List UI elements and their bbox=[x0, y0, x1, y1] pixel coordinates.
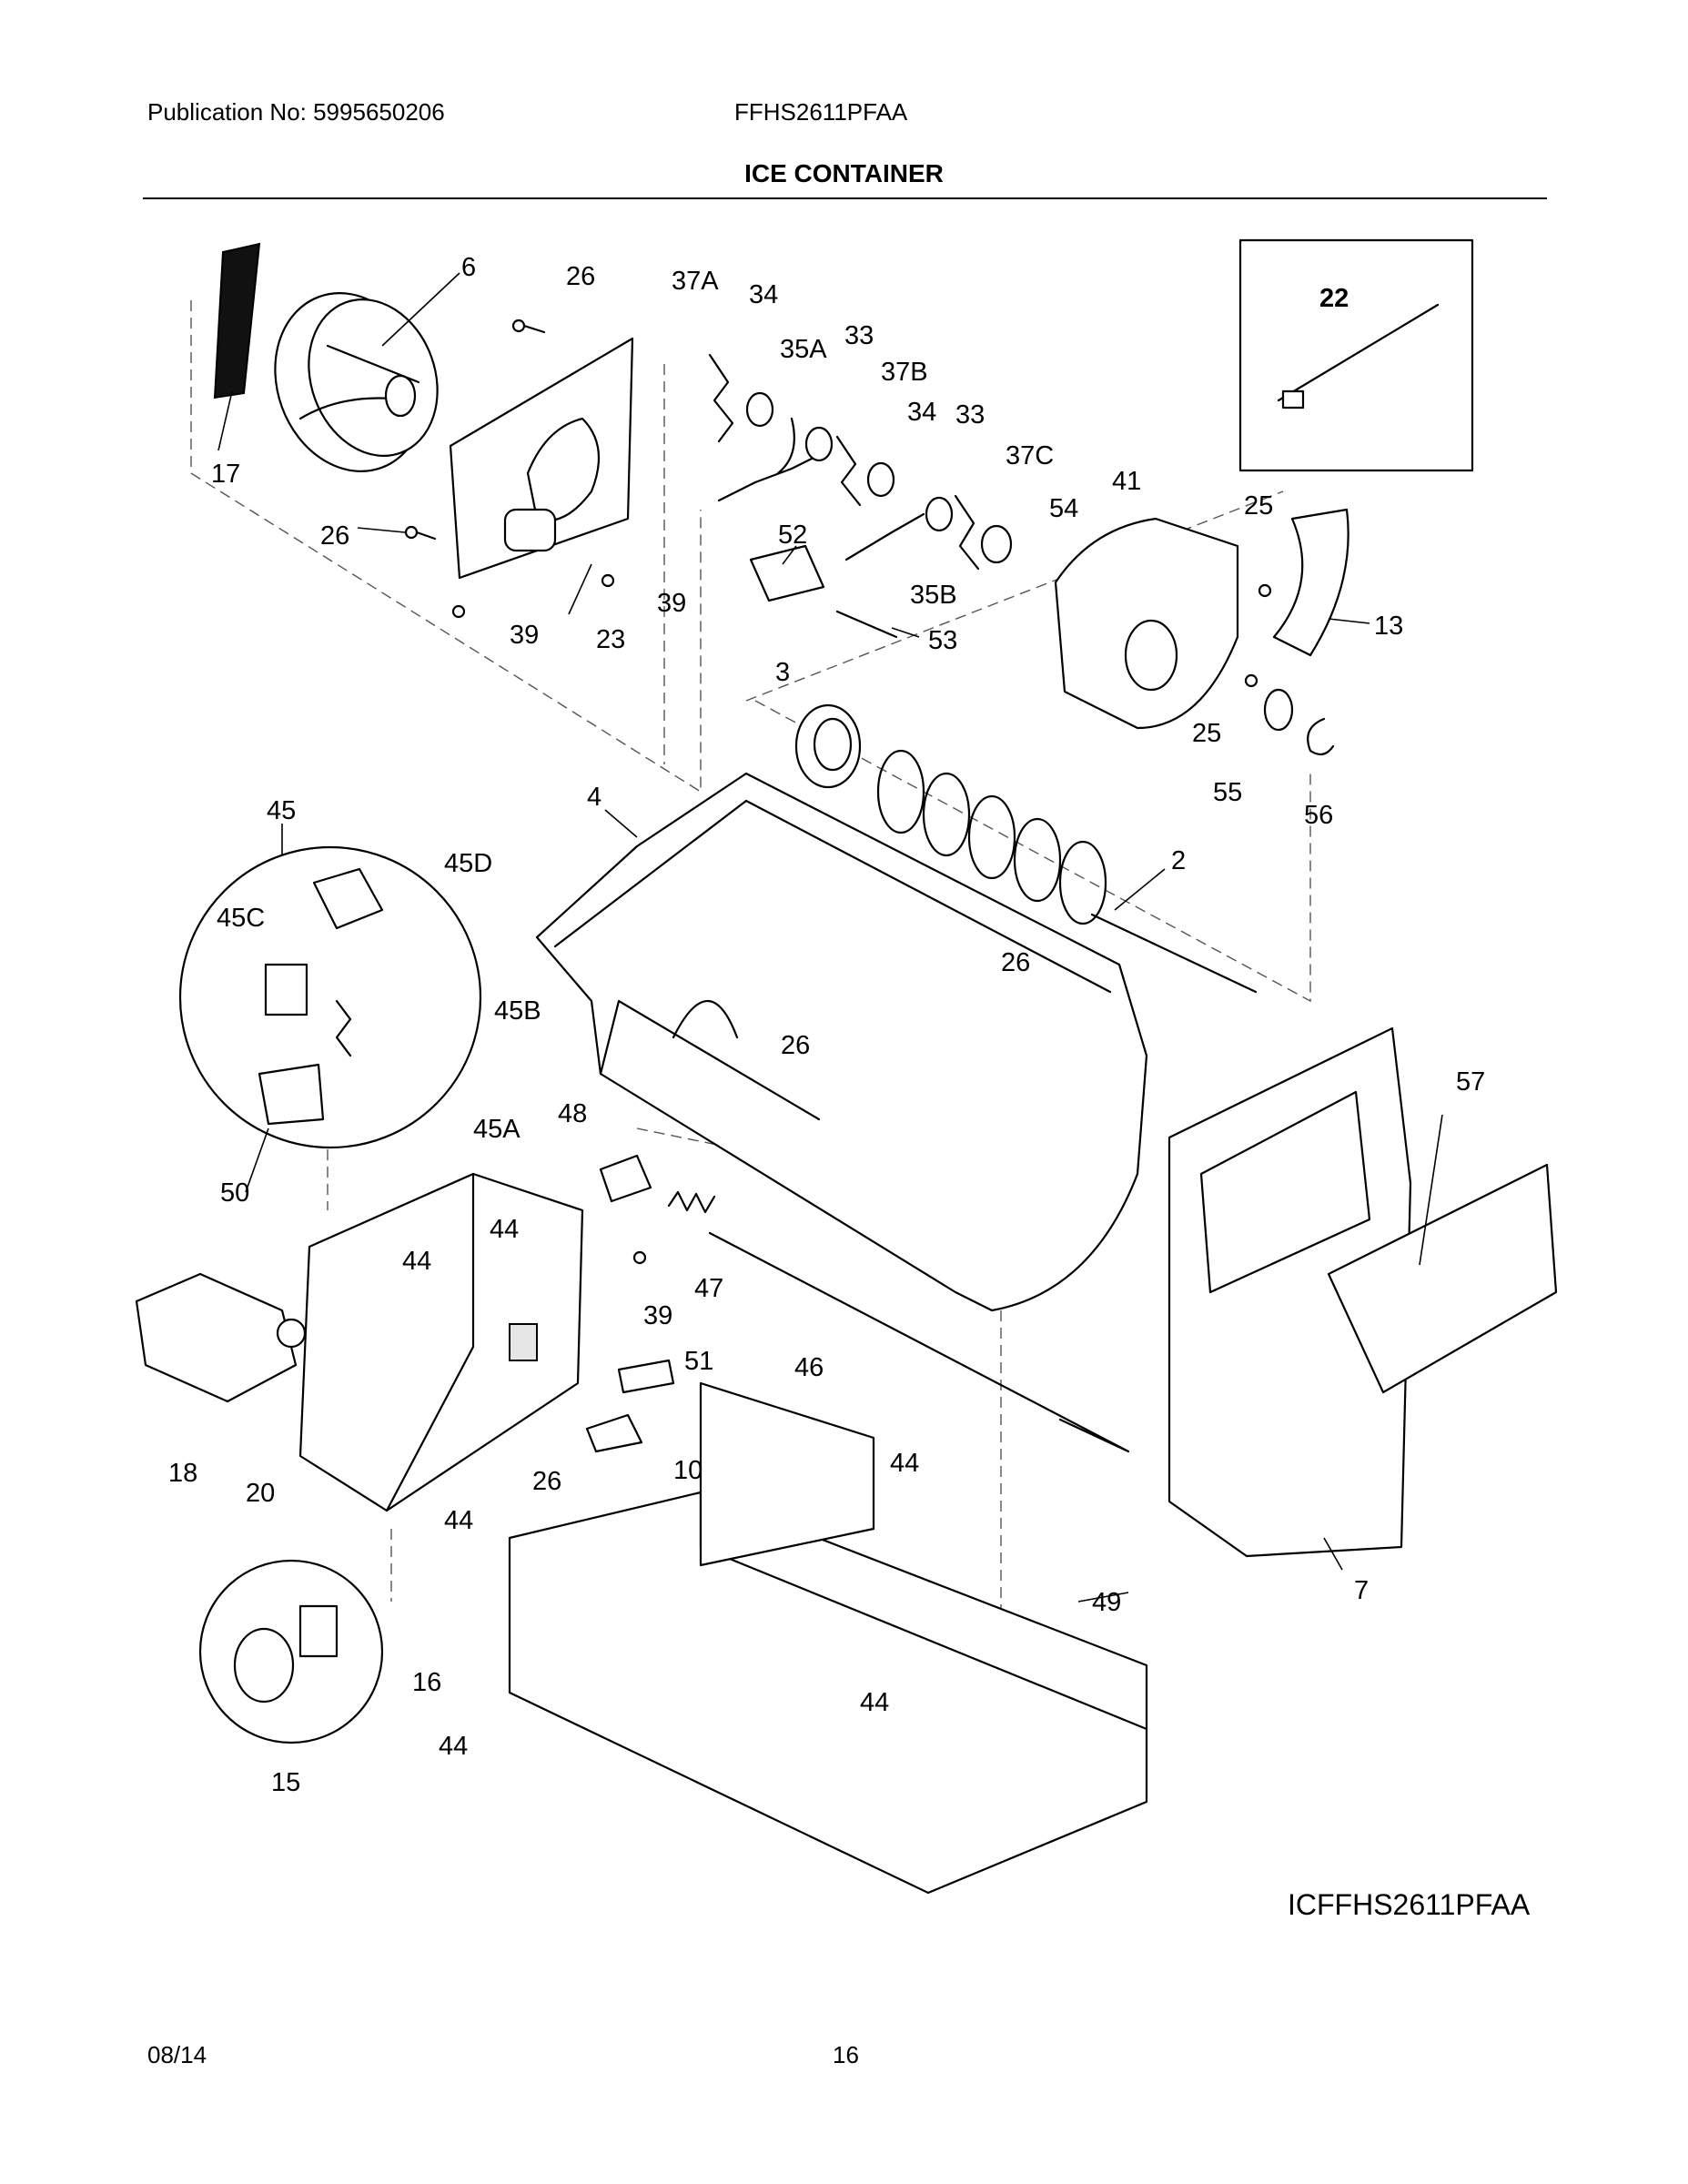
part-label: 20 bbox=[246, 1479, 275, 1508]
screw-icon bbox=[1258, 583, 1272, 598]
part-label: 52 bbox=[778, 521, 807, 550]
part-3-bearing bbox=[794, 703, 862, 789]
inset-45 bbox=[178, 845, 482, 1149]
part-label: 37C bbox=[1006, 441, 1054, 470]
part-label: 39 bbox=[510, 621, 539, 650]
part-label: 55 bbox=[1213, 778, 1242, 807]
part-label: 45D bbox=[444, 849, 492, 878]
part-49-tray bbox=[508, 1381, 1148, 1895]
part-label: 45B bbox=[494, 996, 541, 1026]
part-label: 26 bbox=[532, 1467, 561, 1496]
part-label: 6 bbox=[461, 253, 476, 282]
footer-date: 08/14 bbox=[147, 2041, 207, 2068]
part-label: 26 bbox=[320, 521, 349, 551]
part-label: 26 bbox=[1001, 948, 1030, 977]
part-label: 48 bbox=[558, 1099, 587, 1128]
part-label: 53 bbox=[928, 626, 957, 655]
part-label: 25 bbox=[1244, 491, 1273, 521]
part-41-housing bbox=[1054, 517, 1239, 730]
part-label: 34 bbox=[749, 280, 778, 309]
part-label: 34 bbox=[907, 398, 936, 427]
part-label: 15 bbox=[271, 1768, 300, 1797]
part-label: 57 bbox=[1456, 1067, 1485, 1097]
part-23-plate bbox=[449, 337, 634, 580]
part-label: 39 bbox=[643, 1301, 672, 1330]
part-57-flap bbox=[1327, 1163, 1558, 1394]
part-label: 37B bbox=[881, 358, 928, 387]
part-20-box bbox=[298, 1172, 584, 1512]
part-label: 23 bbox=[596, 625, 625, 654]
screw-icon bbox=[601, 573, 615, 588]
part-label: 45 bbox=[267, 796, 296, 825]
part-6-drum bbox=[274, 292, 439, 472]
part-label: 45C bbox=[217, 904, 265, 933]
part-label: 39 bbox=[657, 589, 686, 618]
part-label: 44 bbox=[444, 1506, 473, 1535]
part-13-cover bbox=[1272, 508, 1349, 657]
part-2-auger bbox=[876, 749, 1258, 994]
part-label: 51 bbox=[684, 1347, 713, 1376]
leader-lines bbox=[217, 272, 1443, 1603]
part-label: 44 bbox=[890, 1449, 919, 1478]
part-label: 3 bbox=[775, 658, 790, 687]
header-divider bbox=[143, 197, 1547, 199]
part-label: 26 bbox=[781, 1031, 810, 1060]
part-label: 25 bbox=[1192, 719, 1221, 748]
screw-icon bbox=[511, 318, 546, 334]
part-label: 54 bbox=[1049, 494, 1078, 523]
linkage-parts bbox=[708, 353, 1013, 639]
part-label: 17 bbox=[211, 460, 240, 489]
part-label: 37A bbox=[672, 267, 719, 296]
part-label: 10 bbox=[673, 1456, 702, 1485]
footer-page-number: 16 bbox=[833, 2041, 859, 2068]
diagram-code: ICFFHS2611PFAA bbox=[1288, 1888, 1531, 1921]
part-label: 46 bbox=[794, 1353, 824, 1382]
screw-icon bbox=[632, 1250, 647, 1265]
part-4-bucket bbox=[535, 772, 1148, 1312]
publication-number: Publication No: 5995650206 bbox=[147, 98, 445, 126]
part-label: 16 bbox=[412, 1668, 441, 1697]
part-label: 4 bbox=[587, 783, 601, 812]
part-label: 18 bbox=[168, 1459, 197, 1488]
part-48-bracket bbox=[599, 1154, 716, 1214]
part-17-strip bbox=[213, 242, 261, 399]
part-labels: 6 26 37A 34 35A 33 37B 34 33 37C 41 54 2… bbox=[168, 253, 1485, 1797]
inset-lamp bbox=[198, 1559, 384, 1744]
part-label: 7 bbox=[1354, 1576, 1369, 1605]
part-label: 44 bbox=[860, 1688, 889, 1717]
screw-icon bbox=[451, 604, 466, 619]
part-label: 56 bbox=[1304, 801, 1333, 830]
part-label: 13 bbox=[1374, 612, 1403, 641]
part-label: 44 bbox=[439, 1732, 468, 1761]
part-label: 49 bbox=[1092, 1588, 1121, 1617]
part-label: 2 bbox=[1171, 846, 1186, 875]
ring-parts bbox=[1263, 688, 1335, 756]
part-label: 35B bbox=[910, 581, 957, 610]
screw-icon bbox=[404, 525, 437, 541]
page-title: ICE CONTAINER bbox=[744, 159, 944, 187]
part-label: 41 bbox=[1112, 467, 1141, 496]
part-7-door bbox=[1167, 1026, 1412, 1558]
screw-icon bbox=[1244, 673, 1258, 688]
part-label: 44 bbox=[402, 1247, 431, 1276]
part-label: 47 bbox=[694, 1274, 723, 1303]
small-parts bbox=[585, 1359, 675, 1453]
part-46-rod bbox=[708, 1231, 1130, 1453]
part-label: 33 bbox=[955, 400, 985, 430]
inset-part-label: 22 bbox=[1319, 284, 1349, 313]
part-18-motor bbox=[135, 1272, 307, 1403]
part-label: 33 bbox=[844, 321, 874, 350]
part-label: 44 bbox=[490, 1215, 519, 1244]
part-label: 45A bbox=[473, 1115, 521, 1144]
model-number: FFHS2611PFAA bbox=[734, 98, 908, 126]
inset-22-box bbox=[1238, 238, 1474, 472]
part-label: 26 bbox=[566, 262, 595, 291]
part-label: 35A bbox=[780, 335, 827, 364]
part-label: 50 bbox=[220, 1178, 249, 1208]
